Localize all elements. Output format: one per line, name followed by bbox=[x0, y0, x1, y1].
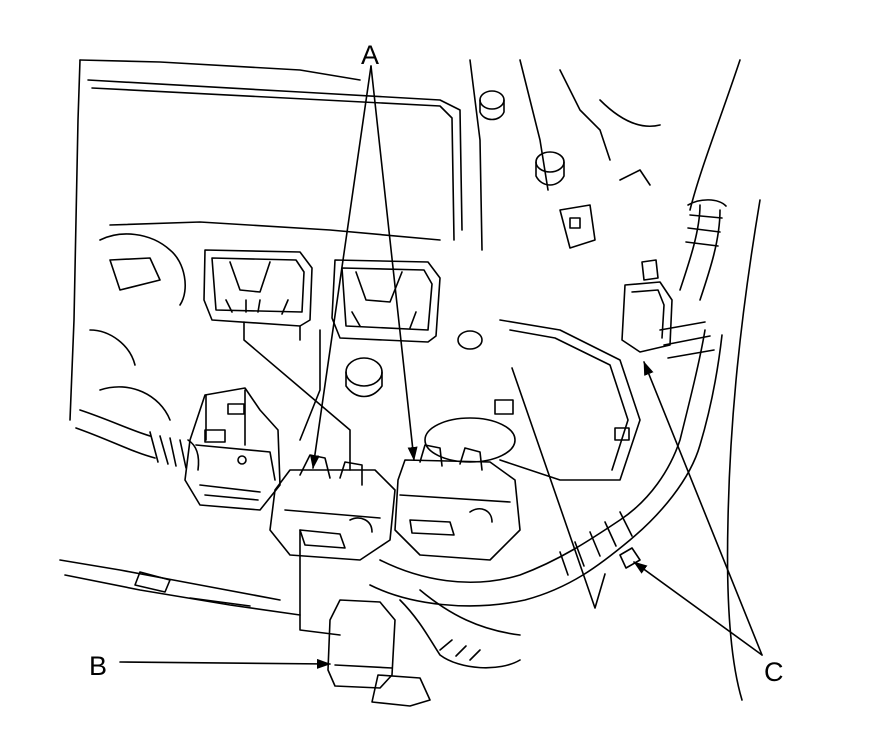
engine-background bbox=[59, 59, 761, 701]
leader-c-upper bbox=[643, 361, 763, 656]
c-clip-connector bbox=[619, 259, 673, 569]
b-connector bbox=[299, 529, 431, 707]
upper-connector-left bbox=[203, 249, 313, 327]
leader-a-left bbox=[309, 65, 372, 469]
a-connector-guides bbox=[243, 321, 351, 471]
main-wire-harness bbox=[369, 199, 727, 669]
leader-a-right bbox=[370, 65, 418, 461]
lower-connector-right bbox=[394, 417, 521, 561]
callout-label-c: C bbox=[764, 657, 784, 687]
callout-label-b: B bbox=[89, 651, 108, 681]
leader-c-lower bbox=[633, 561, 763, 656]
leader-harness-pair bbox=[511, 367, 606, 609]
left-harness-connector bbox=[75, 387, 281, 511]
upper-connector-right bbox=[331, 259, 441, 343]
leader-b bbox=[119, 658, 331, 669]
leader-lines bbox=[119, 65, 763, 669]
lower-connector-left bbox=[269, 454, 396, 561]
callout-label-a: A bbox=[361, 40, 380, 70]
